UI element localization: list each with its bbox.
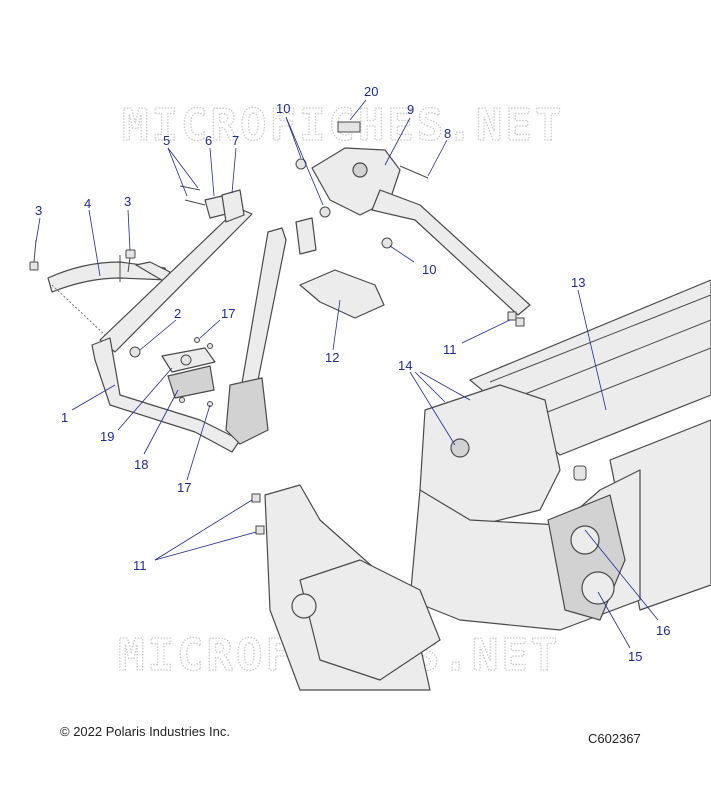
part-10-clamp-right: [381, 237, 393, 249]
part-17-screw-top-2: [207, 343, 213, 349]
leader-lines: [35, 99, 659, 649]
part-17-screw-bottom: [179, 397, 185, 403]
callout-1: 1: [61, 410, 68, 425]
part-4-brace-tube: [47, 255, 171, 293]
main-chassis: [264, 384, 641, 691]
mount-bracket: [295, 217, 317, 255]
part-3-bolt-left: [29, 239, 39, 271]
callout-17: 17: [221, 306, 235, 321]
part-9-steering-post: [311, 147, 531, 316]
part-19-plate: [161, 347, 216, 373]
part-11-bolts-lower: [251, 493, 265, 535]
copyright-notice: © 2022 Polaris Industries Inc.: [60, 724, 230, 739]
callout-11: 11: [443, 342, 457, 357]
callout-9: 9: [407, 102, 414, 117]
part-12-mount-plate: [299, 269, 385, 319]
part-17-screw-top: [194, 337, 200, 343]
callout-10: 10: [422, 262, 436, 277]
callout-18: 18: [134, 457, 148, 472]
part-10-clamp-mid: [319, 206, 331, 218]
callout-11: 11: [133, 558, 147, 573]
part-3-bolt-right: [125, 249, 136, 273]
callout-16: 16: [656, 623, 670, 638]
callout-10: 10: [276, 101, 290, 116]
diagram-code: C602367: [588, 731, 641, 746]
callout-20: 20: [364, 84, 378, 99]
callout-17: 17: [177, 480, 191, 495]
callout-4: 4: [84, 196, 91, 211]
part-11-bolts-upper: [507, 311, 525, 327]
callout-3: 3: [124, 194, 131, 209]
callout-8: 8: [444, 126, 451, 141]
callout-2: 2: [174, 306, 181, 321]
callout-14: 14: [398, 358, 412, 373]
callout-13: 13: [571, 275, 585, 290]
part-17-screw-bottom-2: [207, 401, 213, 407]
part-1-front-frame: [91, 207, 287, 453]
callout-12: 12: [325, 350, 339, 365]
part-18-bracket: [167, 365, 215, 399]
callout-6: 6: [205, 133, 212, 148]
callout-numbers: 20 10 9 8 5 6 7 3 4 3 10 13 2 17 12 11 1…: [35, 84, 670, 664]
callout-3: 3: [35, 203, 42, 218]
callout-5: 5: [163, 133, 170, 148]
part-20-label: [337, 121, 361, 133]
part-8-fitting: [399, 165, 429, 179]
part-7-bracket: [221, 189, 245, 223]
callout-19: 19: [100, 429, 114, 444]
callout-15: 15: [628, 649, 642, 664]
callout-7: 7: [232, 133, 239, 148]
